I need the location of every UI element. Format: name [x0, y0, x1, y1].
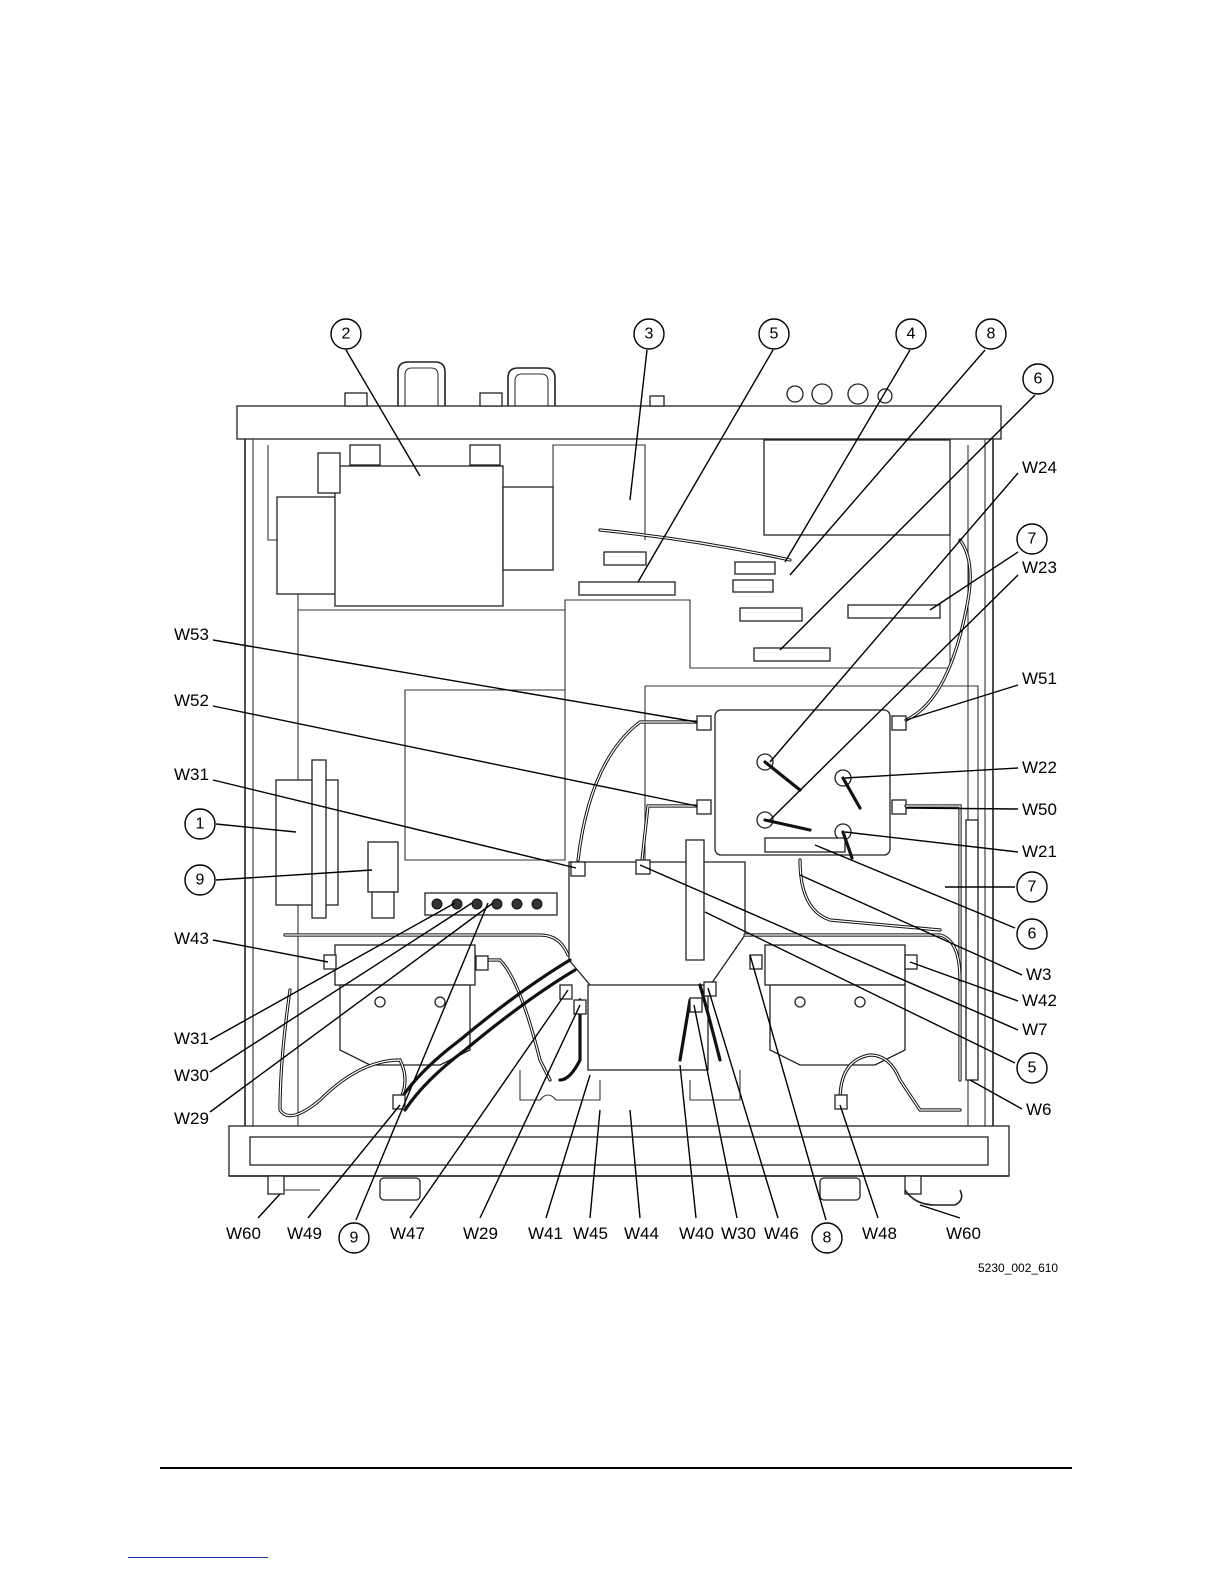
callout-2-number: 2 — [342, 326, 351, 343]
callout-3: 3 — [634, 319, 664, 349]
label-w31-bottom: W31 — [174, 1029, 209, 1048]
label-w41: W41 — [528, 1224, 563, 1243]
callout-7-right-number: 7 — [1028, 879, 1037, 896]
label-w46: W46 — [764, 1224, 799, 1243]
callout-6-right: 6 — [1017, 919, 1047, 949]
figure-id: 5230_002_610 — [978, 1261, 1058, 1275]
label-w30-left: W30 — [174, 1066, 209, 1085]
label-w3: W3 — [1026, 965, 1052, 984]
callout-5-right: 5 — [1017, 1053, 1047, 1083]
label-w6: W6 — [1026, 1100, 1052, 1119]
label-w44: W44 — [624, 1224, 659, 1243]
callout-9-left-number: 9 — [196, 872, 205, 889]
label-w51: W51 — [1022, 669, 1057, 688]
callout-4: 4 — [896, 319, 926, 349]
callout-6-right-number: 6 — [1028, 926, 1037, 943]
callout-8-bottom: 8 — [812, 1223, 842, 1253]
callout-5-top-number: 5 — [770, 326, 779, 343]
label-w24: W24 — [1022, 458, 1057, 477]
callout-9-bottom: 9 — [339, 1223, 369, 1253]
label-w40: W40 — [679, 1224, 714, 1243]
footer-rule — [160, 1467, 1072, 1469]
label-w49: W49 — [287, 1224, 322, 1243]
label-w53: W53 — [174, 625, 209, 644]
callout-8-top: 8 — [976, 319, 1006, 349]
label-w29-left: W29 — [174, 1109, 209, 1128]
callout-2: 2 — [331, 319, 361, 349]
label-w45: W45 — [573, 1224, 608, 1243]
chassis-drawing — [229, 362, 1009, 1205]
label-w50: W50 — [1022, 800, 1057, 819]
label-w21: W21 — [1022, 842, 1057, 861]
callout-6-top: 6 — [1023, 364, 1053, 394]
callout-3-number: 3 — [645, 326, 654, 343]
label-w60-left: W60 — [226, 1224, 261, 1243]
callout-7-top: 7 — [1017, 524, 1047, 554]
label-w29-bottom: W29 — [463, 1224, 498, 1243]
callout-9-bottom-number: 9 — [350, 1230, 359, 1247]
callout-1: 1 — [185, 809, 215, 839]
callout-5-top: 5 — [759, 319, 789, 349]
label-w22: W22 — [1022, 758, 1057, 777]
label-w23: W23 — [1022, 558, 1057, 577]
callout-7-top-number: 7 — [1028, 531, 1037, 548]
callout-4-number: 4 — [907, 326, 916, 343]
label-w43: W43 — [174, 929, 209, 948]
label-w42: W42 — [1022, 991, 1057, 1010]
label-w48: W48 — [862, 1224, 897, 1243]
callout-8-top-number: 8 — [987, 326, 996, 343]
callout-7-right: 7 — [1017, 872, 1047, 902]
footer-link-underline — [128, 1557, 268, 1558]
label-w47: W47 — [390, 1224, 425, 1243]
label-w7: W7 — [1022, 1020, 1048, 1039]
callout-8-bottom-number: 8 — [823, 1230, 832, 1247]
label-w30-bottom: W30 — [721, 1224, 756, 1243]
callout-1-number: 1 — [196, 816, 205, 833]
callout-6-top-number: 6 — [1034, 371, 1043, 388]
callout-5-right-number: 5 — [1028, 1060, 1037, 1077]
label-w52: W52 — [174, 691, 209, 710]
label-w60-right: W60 — [946, 1224, 981, 1243]
callout-9-left: 9 — [185, 865, 215, 895]
label-w31-left: W31 — [174, 765, 209, 784]
